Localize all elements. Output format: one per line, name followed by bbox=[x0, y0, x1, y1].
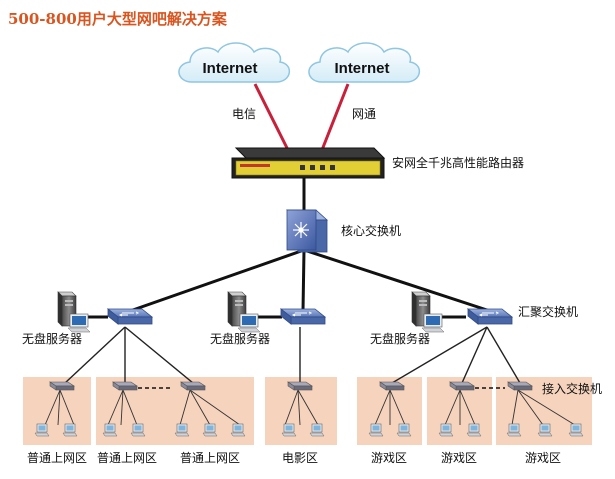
server-label-1: 无盘服务器 bbox=[22, 331, 82, 346]
agg-switch-1 bbox=[107, 308, 153, 325]
internet-cloud-left: Internet bbox=[178, 42, 290, 83]
isp-links bbox=[253, 83, 350, 151]
server-3 bbox=[411, 291, 445, 333]
internet-cloud-right: Internet bbox=[308, 42, 420, 83]
zone-label-3: 普通上网区 bbox=[180, 451, 240, 465]
zone-label-5: 游戏区 bbox=[371, 451, 407, 465]
access-group-2 bbox=[102, 381, 146, 437]
zone-label-2: 普通上网区 bbox=[97, 451, 157, 465]
zone-label-4: 电影区 bbox=[282, 451, 318, 465]
server-2 bbox=[227, 291, 261, 333]
access-switch-label: 接入交换机 bbox=[542, 381, 602, 396]
server-label-3: 无盘服务器 bbox=[370, 331, 430, 346]
server-1 bbox=[57, 291, 91, 333]
zone-label-1: 普通上网区 bbox=[27, 451, 87, 465]
page-title: 500-800用户大型网吧解决方案 bbox=[8, 10, 228, 28]
access-group-3 bbox=[174, 381, 246, 437]
access-group-5 bbox=[368, 381, 412, 437]
router-label: 安网全千兆高性能路由器 bbox=[392, 155, 524, 170]
zone-label-7: 游戏区 bbox=[525, 451, 561, 465]
internet-label-right: Internet bbox=[334, 60, 389, 77]
access-group-6 bbox=[438, 381, 482, 437]
access-uplinks bbox=[64, 326, 521, 384]
isp-label-telecom: 电信 bbox=[232, 107, 256, 121]
core-switch bbox=[285, 209, 329, 253]
access-group-7 bbox=[506, 381, 584, 437]
access-group-4 bbox=[281, 381, 325, 437]
core-switch-label: 核心交换机 bbox=[341, 223, 401, 238]
server-label-2: 无盘服务器 bbox=[210, 331, 270, 346]
router bbox=[231, 147, 386, 179]
isp-label-netcom: 网通 bbox=[352, 107, 376, 121]
agg-switch-2 bbox=[280, 308, 326, 325]
zone-label-6: 游戏区 bbox=[441, 451, 477, 465]
agg-switch-3 bbox=[467, 308, 513, 325]
internet-label-left: Internet bbox=[202, 60, 257, 77]
agg-switch-label: 汇聚交换机 bbox=[518, 304, 578, 319]
backbone-links bbox=[85, 178, 491, 319]
access-group-1 bbox=[34, 381, 78, 437]
